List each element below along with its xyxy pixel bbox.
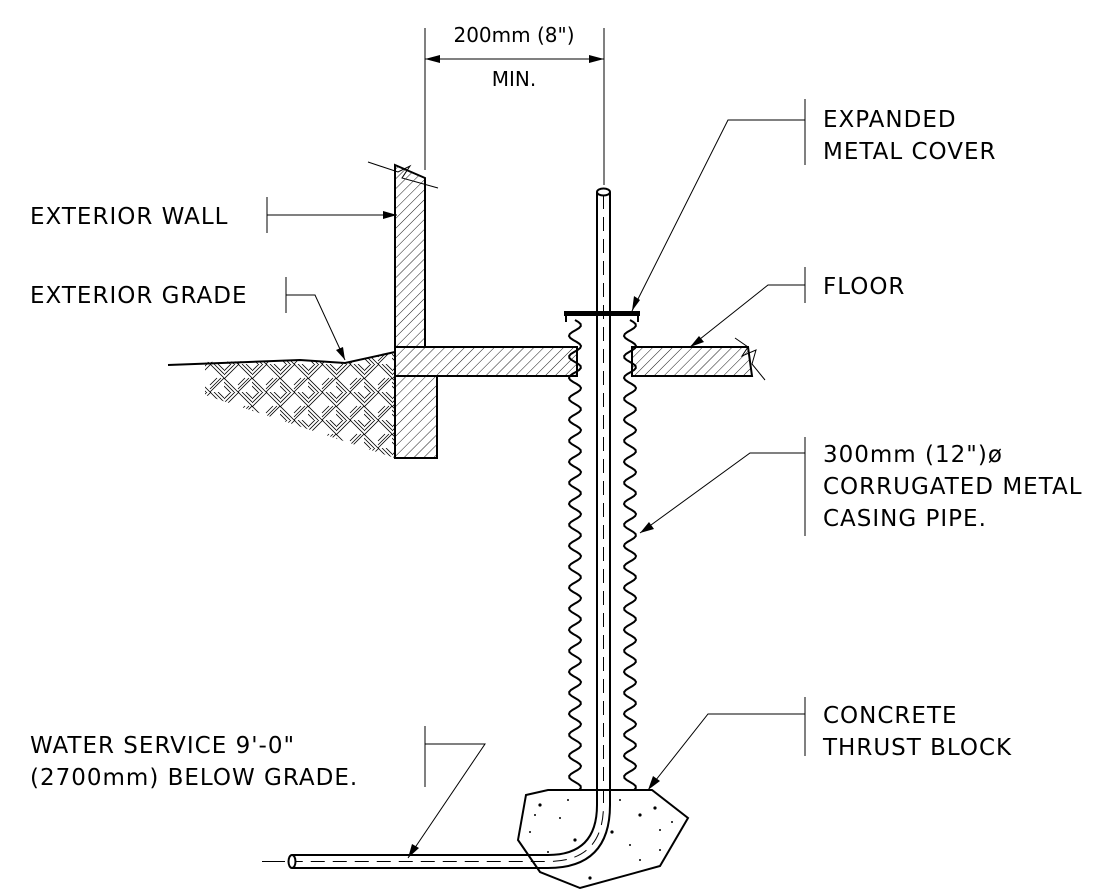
label-line: EXPANDED — [823, 107, 957, 133]
concrete-speckle — [573, 838, 577, 842]
leader-exterior-wall — [266, 197, 397, 233]
dimension-value: 200mm (8") — [453, 23, 574, 47]
label-floor: FLOOR — [823, 274, 905, 300]
concrete-speckle — [659, 829, 661, 831]
concrete-speckle — [638, 813, 642, 817]
exterior-grade — [167, 351, 396, 458]
concrete-speckle — [619, 799, 621, 801]
corrugated-casing-pipe — [567, 319, 638, 791]
concrete-speckle — [659, 849, 661, 851]
leader-thrust-block — [647, 697, 806, 791]
label-line: THRUST BLOCK — [822, 735, 1012, 761]
label-casing-pipe: 300mm (12")ø CORRUGATED METAL CASING PIP… — [823, 442, 1083, 532]
label-thrust-block: CONCRETE THRUST BLOCK — [822, 703, 1012, 761]
leader-exterior-grade — [285, 277, 346, 361]
concrete-speckle — [671, 821, 673, 823]
leader-floor — [689, 267, 806, 348]
label-exterior-grade: EXTERIOR GRADE — [30, 283, 247, 309]
label-line: CORRUGATED METAL — [823, 474, 1083, 500]
leader-casing-pipe — [639, 437, 806, 536]
label-expanded-metal-cover: EXPANDED METAL COVER — [823, 107, 997, 165]
label-line: 300mm (12")ø — [823, 442, 1003, 468]
label-line: (2700mm) BELOW GRADE. — [30, 765, 358, 791]
concrete-speckle — [639, 859, 641, 861]
label-line: WATER SERVICE 9'-0" — [30, 733, 295, 759]
label-line: CASING PIPE. — [823, 506, 987, 532]
concrete-speckle — [529, 831, 531, 833]
concrete-speckle — [534, 814, 536, 816]
concrete-speckle — [559, 817, 561, 819]
concrete-speckle — [567, 799, 569, 801]
water-service-pipe — [262, 187, 611, 869]
concrete-speckle — [547, 851, 549, 853]
concrete-speckle — [629, 844, 631, 846]
leader-water-service — [407, 726, 486, 859]
dimension-200mm: 200mm (8") MIN. — [424, 23, 605, 185]
leader-expanded-metal-cover — [631, 99, 806, 312]
floor-slab — [394, 337, 766, 381]
dimension-note: MIN. — [492, 67, 536, 91]
label-line: METAL COVER — [823, 139, 997, 165]
concrete-speckle — [538, 803, 542, 807]
label-exterior-wall: EXTERIOR WALL — [30, 204, 228, 230]
concrete-speckle — [653, 806, 657, 810]
label-line: CONCRETE — [823, 703, 958, 729]
label-water-service: WATER SERVICE 9'-0" (2700mm) BELOW GRADE… — [30, 733, 358, 791]
expanded-metal-cover — [564, 311, 640, 322]
concrete-speckle — [588, 876, 592, 880]
concrete-speckle — [610, 830, 614, 834]
